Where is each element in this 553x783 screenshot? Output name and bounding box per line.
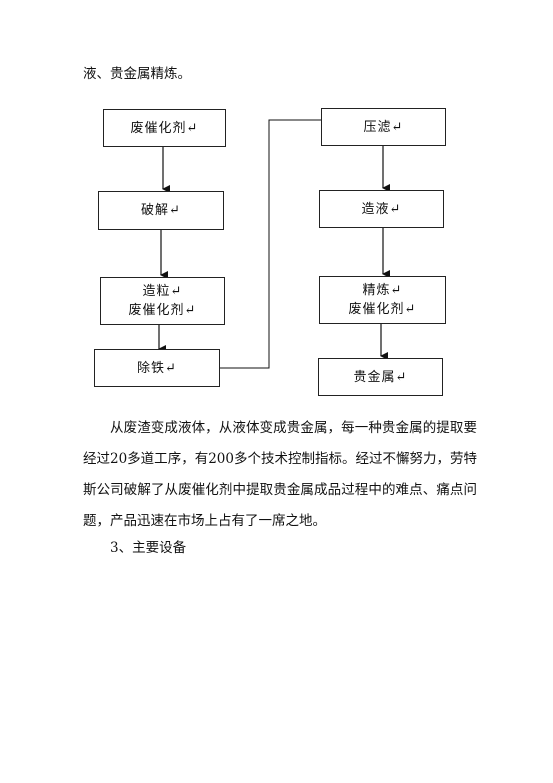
flow-box-text: 造粒↵ (142, 284, 183, 299)
intro-line: 液、贵金属精炼。 (83, 66, 191, 82)
flow-box-text: 破解↵ (141, 203, 181, 218)
flow-box-text: 造液↵ (361, 201, 402, 217)
flow-box-left-2: 造粒↵ 废催化剂↵ (100, 277, 225, 325)
section-heading: 3、主要设备 (110, 540, 187, 556)
flow-box-text: 除铁↵ (137, 360, 177, 376)
flow-box-text: 压滤↵ (363, 119, 404, 135)
flow-box-text: 废催化剂↵ (128, 303, 197, 318)
flow-box-right-1: 造液↵ (319, 190, 444, 228)
flow-box-left-1: 破解↵ (98, 191, 224, 230)
connector-left-to-right (220, 119, 321, 369)
flow-box-text: 废催化剂↵ (348, 302, 417, 317)
flow-box-text: 精炼↵ (362, 283, 403, 298)
flow-box-left-3: 除铁↵ (94, 349, 220, 387)
body-paragraph: 从废渣变成液体，从液体变成贵金属，每一种贵金属的提取要经过20多道工序，有200… (83, 420, 477, 529)
flow-box-text: 废催化剂↵ (130, 120, 199, 136)
flow-box-right-3: 贵金属↵ (318, 358, 443, 396)
flow-box-text: 贵金属↵ (353, 369, 408, 385)
flow-box-left-0: 废催化剂↵ (103, 109, 226, 147)
flow-box-right-2: 精炼↵ 废催化剂↵ (319, 276, 446, 324)
flow-box-right-0: 压滤↵ (321, 108, 446, 146)
